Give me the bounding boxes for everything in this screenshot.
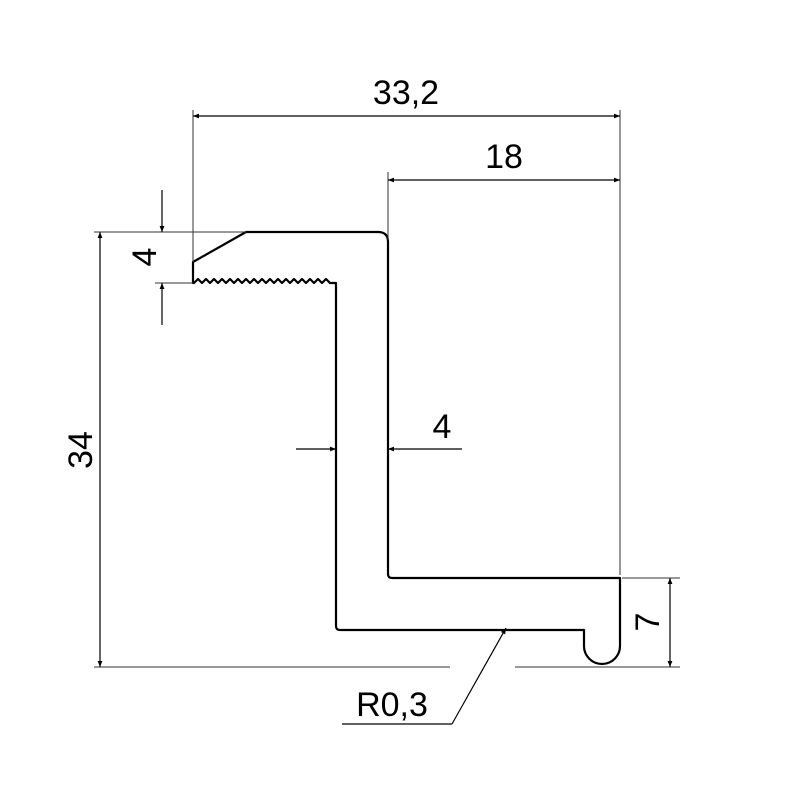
profile-outline [191,230,622,666]
dim-foot-height: 7 [629,613,667,632]
dim-radius: R0,3 [356,686,428,724]
dim-flange-width: 18 [485,138,523,176]
leader-radius [451,627,507,725]
dim-overall-width: 33,2 [373,74,439,112]
dim-web-thickness: 4 [433,408,452,446]
dim-overall-height: 34 [62,431,100,469]
dim-lip-thickness: 4 [126,248,164,267]
